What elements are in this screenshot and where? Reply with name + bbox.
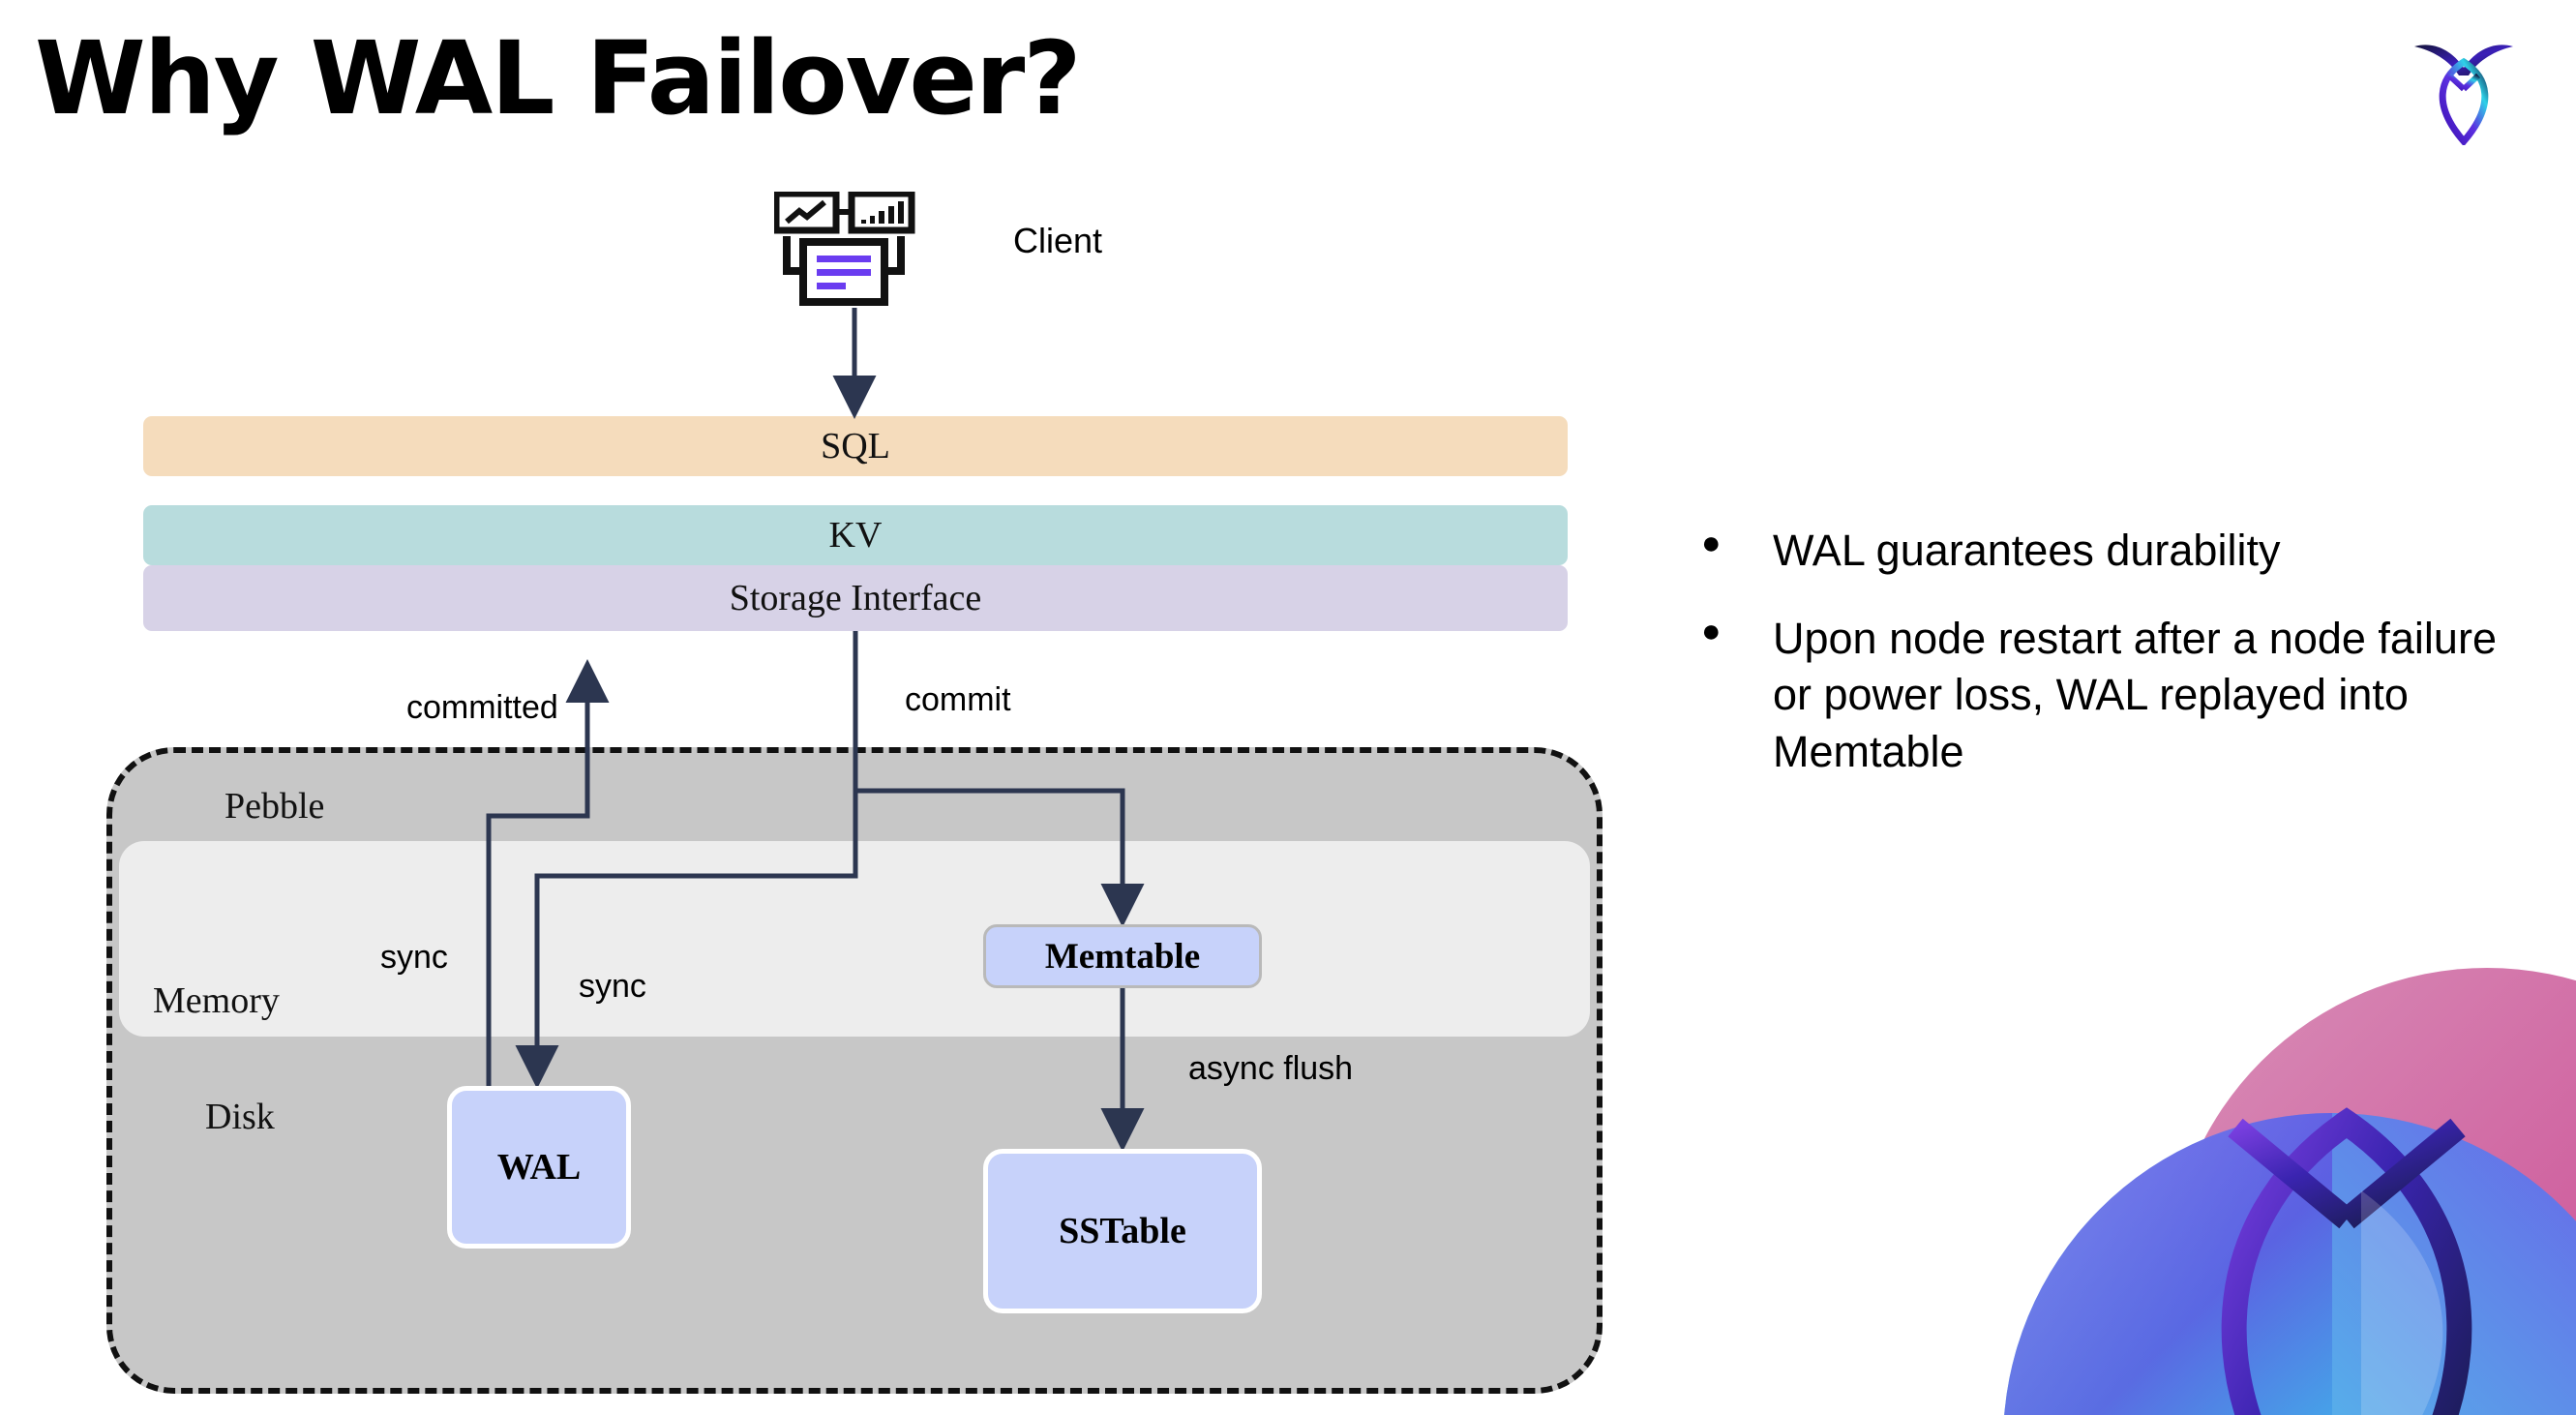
layer-bar-storage-interface-label: Storage Interface (729, 578, 982, 618)
node-box-wal-label: WAL (496, 1147, 582, 1188)
layer-bar-kv-label: KV (828, 515, 883, 556)
layer-bar-storage-interface: Storage Interface (143, 565, 1568, 631)
layer-bar-sql: SQL (143, 416, 1568, 476)
node-box-memtable: Memtable (983, 924, 1262, 988)
node-box-wal: WAL (447, 1086, 631, 1249)
list-item: ● Upon node restart after a node failure… (1701, 611, 2533, 781)
edge-label-sync-right: sync (579, 968, 646, 1005)
edge-label-async-flush: async flush (1188, 1050, 1354, 1087)
node-box-sstable-label: SSTable (1059, 1211, 1186, 1251)
list-item: ● WAL guarantees durability (1701, 523, 2533, 580)
disk-label: Disk (205, 1097, 275, 1137)
node-box-sstable: SSTable (983, 1149, 1262, 1313)
cockroachdb-logo-icon (2407, 29, 2521, 147)
page-title: Why WAL Failover? (35, 19, 1082, 137)
layer-bar-sql-label: SQL (821, 426, 890, 467)
edge-label-committed: committed (406, 689, 558, 726)
node-box-memtable-label: Memtable (1044, 936, 1201, 977)
edge-label-sync-left: sync (380, 939, 448, 976)
bullet-marker-icon: ● (1701, 612, 1722, 649)
client-label: Client (1013, 221, 1103, 260)
bullet-text: WAL guarantees durability (1773, 526, 2281, 575)
cockroachdb-mark-decoration-icon (1945, 900, 2576, 1415)
bullet-list: ● WAL guarantees durability ● Upon node … (1701, 523, 2533, 811)
memory-panel (119, 841, 1590, 1037)
edge-label-commit: commit (905, 681, 1011, 718)
layer-bar-kv: KV (143, 505, 1568, 565)
client-dashboard-icon (772, 190, 929, 313)
pebble-label: Pebble (225, 786, 325, 827)
bullet-marker-icon: ● (1701, 525, 1722, 561)
memory-label: Memory (153, 980, 280, 1021)
bullet-text: Upon node restart after a node failure o… (1773, 613, 2497, 776)
